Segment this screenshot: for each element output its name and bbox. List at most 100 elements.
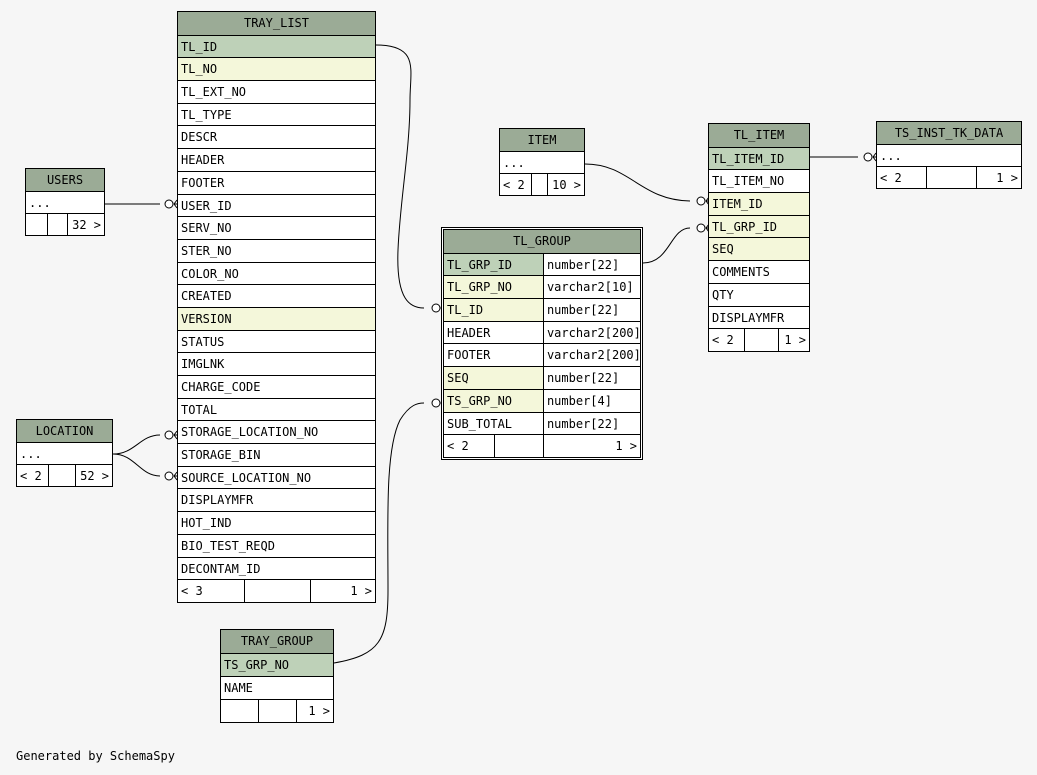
column-name: SOURCE_LOCATION_NO <box>181 470 312 485</box>
table-header: TRAY_GROUP <box>221 630 333 653</box>
column-name: USER_ID <box>181 198 232 213</box>
column-row-tl-type[interactable]: TL_TYPE <box>178 102 375 126</box>
column-row-descr[interactable]: DESCR <box>178 125 375 148</box>
child-count: 1 > <box>777 329 809 351</box>
column-row-tl-no[interactable]: TL_NO <box>178 57 375 81</box>
column-row-displaymfr[interactable]: DISPLAYMFR <box>178 488 375 511</box>
column-row-comments[interactable]: COMMENTS <box>709 260 809 283</box>
column-type: number[22] <box>542 299 640 321</box>
column-name: COMMENTS <box>712 265 770 280</box>
table-header: ITEM <box>500 129 584 151</box>
column-name: TL_ITEM_NO <box>712 174 785 189</box>
column-row-source-location-no[interactable]: SOURCE_LOCATION_NO <box>178 465 375 489</box>
column-name: TL_ITEM_ID <box>709 147 809 170</box>
column-name: TL_GRP_ID <box>444 253 543 276</box>
column-row-bio-test-reqd[interactable]: BIO_TEST_REQD <box>178 533 375 557</box>
column-row-more[interactable]: ... <box>500 151 584 173</box>
column-row-decontam-id[interactable]: DECONTAM_ID <box>178 556 375 580</box>
column-name: SERV_NO <box>181 221 232 236</box>
column-row-qty[interactable]: QTY <box>709 282 809 306</box>
parent-count: < 2 <box>503 178 525 192</box>
footer-spacer <box>744 329 777 351</box>
column-row-charge-code[interactable]: CHARGE_CODE <box>178 375 375 398</box>
parent-count <box>26 214 47 235</box>
column-row-tl-grp-id[interactable]: TL_GRP_ID <box>709 214 809 238</box>
table-header: LOCATION <box>17 420 112 442</box>
column-name: STATUS <box>181 334 225 349</box>
column-row-storage-bin[interactable]: STORAGE_BIN <box>178 443 375 466</box>
column-name: VERSION <box>178 307 375 330</box>
column-name: ... <box>29 196 51 210</box>
parent-count: < 2 <box>20 469 42 483</box>
table-users[interactable]: USERS... 32 > <box>25 168 105 236</box>
column-name: ... <box>503 156 525 170</box>
column-name: CHARGE_CODE <box>181 380 261 394</box>
column-name: IMGLNK <box>181 357 225 372</box>
child-count: 10 > <box>546 174 584 195</box>
column-name: BIO_TEST_REQD <box>181 538 275 553</box>
column-row-tl-id[interactable]: TL_ID <box>178 34 375 58</box>
edge-tray-list-tl-group <box>375 44 425 309</box>
column-row-created[interactable]: CREATED <box>178 284 375 307</box>
column-row-serv-no[interactable]: SERV_NO <box>178 216 375 239</box>
parent-count: < 2 <box>880 171 902 185</box>
child-count: 32 > <box>67 214 104 235</box>
table-item[interactable]: ITEM... < 2 10 > <box>499 128 585 196</box>
column-row-user-id[interactable]: USER_ID <box>178 193 375 217</box>
column-name: CREATED <box>181 289 232 304</box>
column-row-color-no[interactable]: COLOR_NO <box>178 261 375 285</box>
column-name: COLOR_NO <box>181 266 239 281</box>
column-row-name[interactable]: NAME <box>221 676 333 699</box>
column-name: TS_GRP_NO <box>221 654 333 676</box>
column-row-storage-location-no[interactable]: STORAGE_LOCATION_NO <box>178 420 375 443</box>
table-footer: 32 > <box>26 213 104 235</box>
table-footer: 1 > <box>221 699 333 722</box>
column-row-more[interactable]: ... <box>877 144 1021 166</box>
column-name: ... <box>20 447 42 461</box>
column-name: FOOTER <box>447 348 491 363</box>
column-type: number[22] <box>542 367 640 389</box>
table-header: USERS <box>26 169 104 191</box>
column-row-hot-ind[interactable]: HOT_IND <box>178 511 375 534</box>
column-type: number[22] <box>542 253 640 276</box>
column-name: DESCR <box>181 130 218 145</box>
column-row-displaymfr[interactable]: DISPLAYMFR <box>709 305 809 329</box>
column-row-more[interactable]: ... <box>26 191 104 213</box>
column-row-version[interactable]: VERSION <box>178 306 375 330</box>
footer-spacer <box>258 700 295 722</box>
column-row-total[interactable]: TOTAL <box>178 397 375 421</box>
table-header: TL_GROUP <box>444 230 640 253</box>
column-row-header[interactable]: HEADER <box>178 148 375 171</box>
column-row-seq[interactable]: SEQ <box>709 237 809 261</box>
column-row-tl-item-no[interactable]: TL_ITEM_NO <box>709 169 809 192</box>
column-row-ster-no[interactable]: STER_NO <box>178 238 375 262</box>
column-row-imglnk[interactable]: IMGLNK <box>178 352 375 375</box>
column-row-footer[interactable]: FOOTER <box>178 170 375 194</box>
column-row-item-id[interactable]: ITEM_ID <box>709 192 809 215</box>
table-footer: < 2 10 > <box>500 173 584 195</box>
child-count: 1 > <box>295 700 333 722</box>
column-row-ts-grp-no[interactable]: TS_GRP_NO <box>221 653 333 676</box>
column-row-tl-ext-no[interactable]: TL_EXT_NO <box>178 80 375 103</box>
footer-spacer <box>926 167 975 188</box>
column-row-status[interactable]: STATUS <box>178 329 375 353</box>
column-row-more[interactable]: ... <box>17 442 112 464</box>
column-row-tl-item-id[interactable]: TL_ITEM_ID <box>709 146 809 170</box>
column-name: HEADER <box>447 325 491 340</box>
